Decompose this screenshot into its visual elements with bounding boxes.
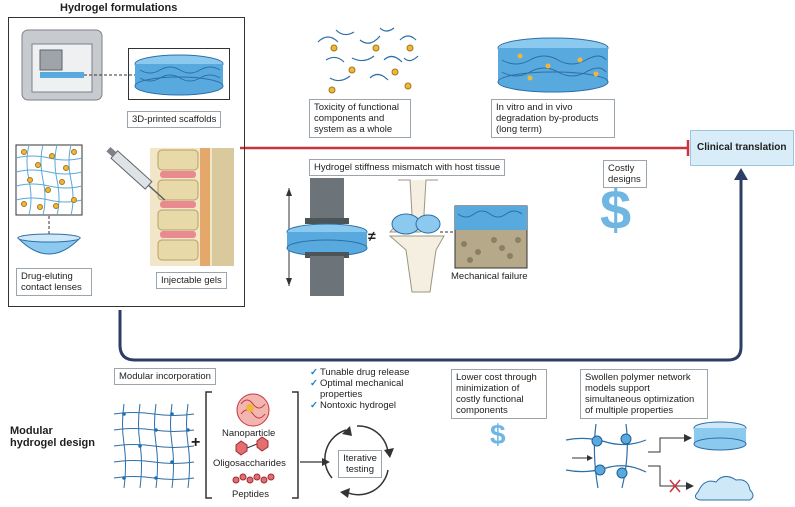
hydrogel-formulations-title: Hydrogel formulations	[60, 2, 178, 14]
degradation-label: In vitro and in vivo degradation by-prod…	[491, 99, 615, 138]
plus-symbol: +	[191, 434, 201, 451]
outcome-item: ✓Tunable drug release	[310, 367, 410, 378]
iterative-testing-label: Iterative testing	[338, 450, 382, 478]
not-equal-symbol: ≠	[368, 228, 376, 244]
scaffolds-label: 3D-printed scaffolds	[127, 111, 222, 128]
swollen-network-label: Swollen polymer network models support s…	[580, 369, 708, 419]
gels-label: Injectable gels	[156, 272, 227, 289]
hydrogel-formulations-panel	[8, 17, 245, 307]
check-icon: ✓	[310, 378, 318, 389]
navy-arrowhead-up	[734, 168, 748, 180]
mechanical-failure-label: Mechanical failure	[451, 271, 528, 282]
clinical-translation-label: Clinical translation	[697, 142, 787, 153]
stiffness-label: Hydrogel stiffness mismatch with host ti…	[309, 159, 506, 176]
modular-title: Modular hydrogel design	[10, 425, 95, 449]
clinical-translation-box	[690, 130, 794, 166]
check-icon: ✓	[310, 367, 318, 378]
outcome-item: ✓Optimal mechanical properties	[310, 378, 404, 400]
lenses-label: Drug-eluting contact lenses	[16, 268, 92, 296]
dollar-sign-large: $	[600, 178, 632, 241]
costly-label: Costly designs	[603, 160, 647, 188]
lower-cost-label: Lower cost through minimization of costl…	[451, 369, 547, 419]
dollar-sign-small: $	[490, 419, 506, 450]
oligosaccharides-label: Oligosaccharides	[213, 458, 286, 469]
nanoparticle-label: Nanoparticle	[222, 428, 276, 439]
navy-path-arrow	[118, 176, 743, 362]
peptides-label: Peptides	[232, 489, 269, 500]
scaffold-inset-box	[128, 48, 230, 100]
modular-incorporation-label: Modular incorporation	[114, 368, 216, 385]
outcome-item: ✓Nontoxic hydrogel	[310, 400, 397, 411]
check-icon: ✓	[310, 400, 318, 411]
outcomes-list: ✓Tunable drug release ✓Optimal mechanica…	[310, 367, 420, 411]
toxicity-label: Toxicity of functional components and sy…	[309, 99, 411, 138]
